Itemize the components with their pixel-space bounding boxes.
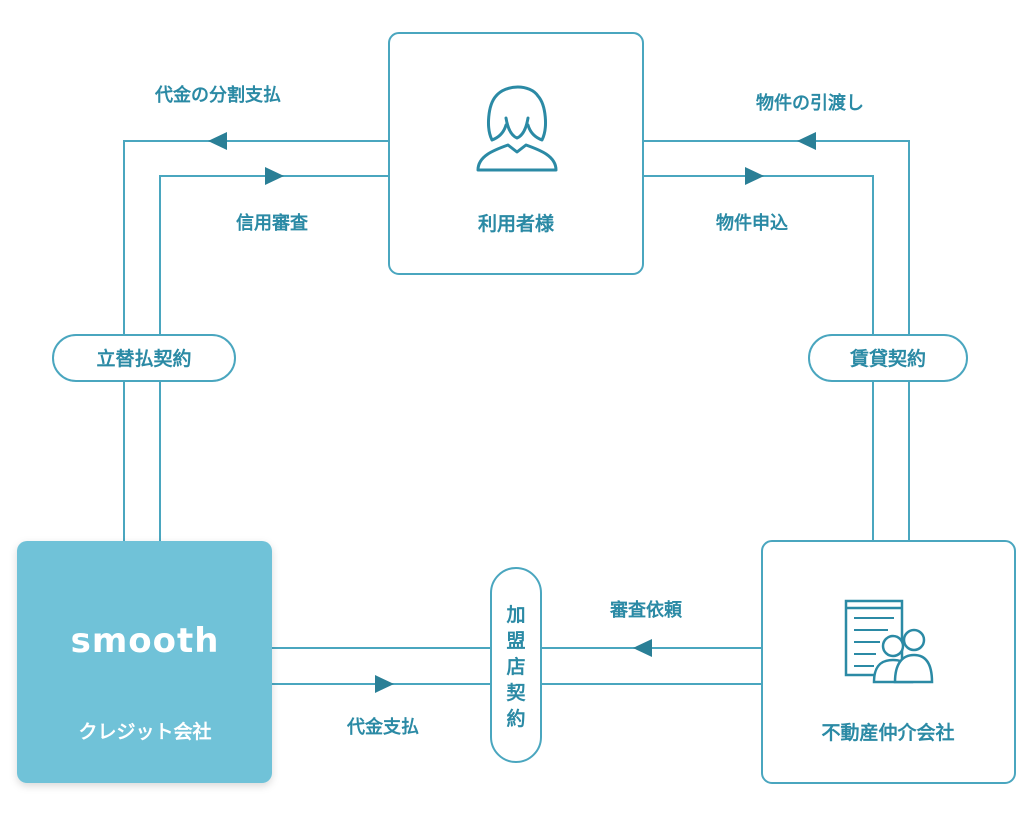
person-icon	[476, 85, 558, 172]
pill-right-contract: 賃貸契約	[808, 334, 968, 382]
line-installment-payment	[123, 140, 389, 541]
credit-company-node: smooth クレジット会社	[17, 541, 272, 783]
agency-node: 不動産仲介会社	[761, 540, 1016, 784]
user-node: 利用者様	[388, 32, 644, 275]
pill-left-contract: 立替払契約	[52, 334, 236, 382]
pill-bottom-char-2: 盟	[506, 630, 525, 652]
label-payment: 代金支払	[346, 716, 419, 738]
arrowheads	[208, 132, 816, 693]
smooth-logo: smooth	[71, 621, 220, 661]
arrow-right-payment	[375, 675, 394, 693]
arrow-right-credit-check	[265, 167, 284, 185]
arrow-left-screening	[633, 639, 652, 657]
pill-bottom-char-1: 加	[505, 604, 525, 626]
line-property-application	[643, 175, 874, 541]
user-label: 利用者様	[478, 212, 555, 235]
arrow-left-installment	[208, 132, 227, 150]
arrow-right-application	[745, 167, 764, 185]
credit-company-label: クレジット会社	[78, 720, 211, 743]
label-property-application: 物件申込	[716, 212, 788, 234]
label-property-handover: 物件の引渡し	[756, 92, 864, 114]
label-installment-payment: 代金の分割支払	[154, 84, 281, 106]
arrow-left-handover	[797, 132, 816, 150]
pill-bottom-char-5: 約	[506, 707, 525, 730]
pill-bottom-contract: 加 盟 店 契 約	[490, 567, 542, 763]
line-property-handover	[643, 140, 910, 541]
office-people-icon	[844, 599, 934, 684]
agency-label: 不動産仲介会社	[821, 721, 954, 744]
label-screening-request: 審査依頼	[609, 599, 683, 621]
pill-left-label: 立替払契約	[96, 347, 191, 370]
pill-bottom-char-4: 契	[505, 681, 526, 704]
line-credit-check	[159, 175, 389, 541]
pill-bottom-char-3: 店	[506, 655, 525, 678]
pill-right-label: 賃貸契約	[849, 347, 926, 370]
label-credit-check: 信用審査	[236, 212, 308, 234]
